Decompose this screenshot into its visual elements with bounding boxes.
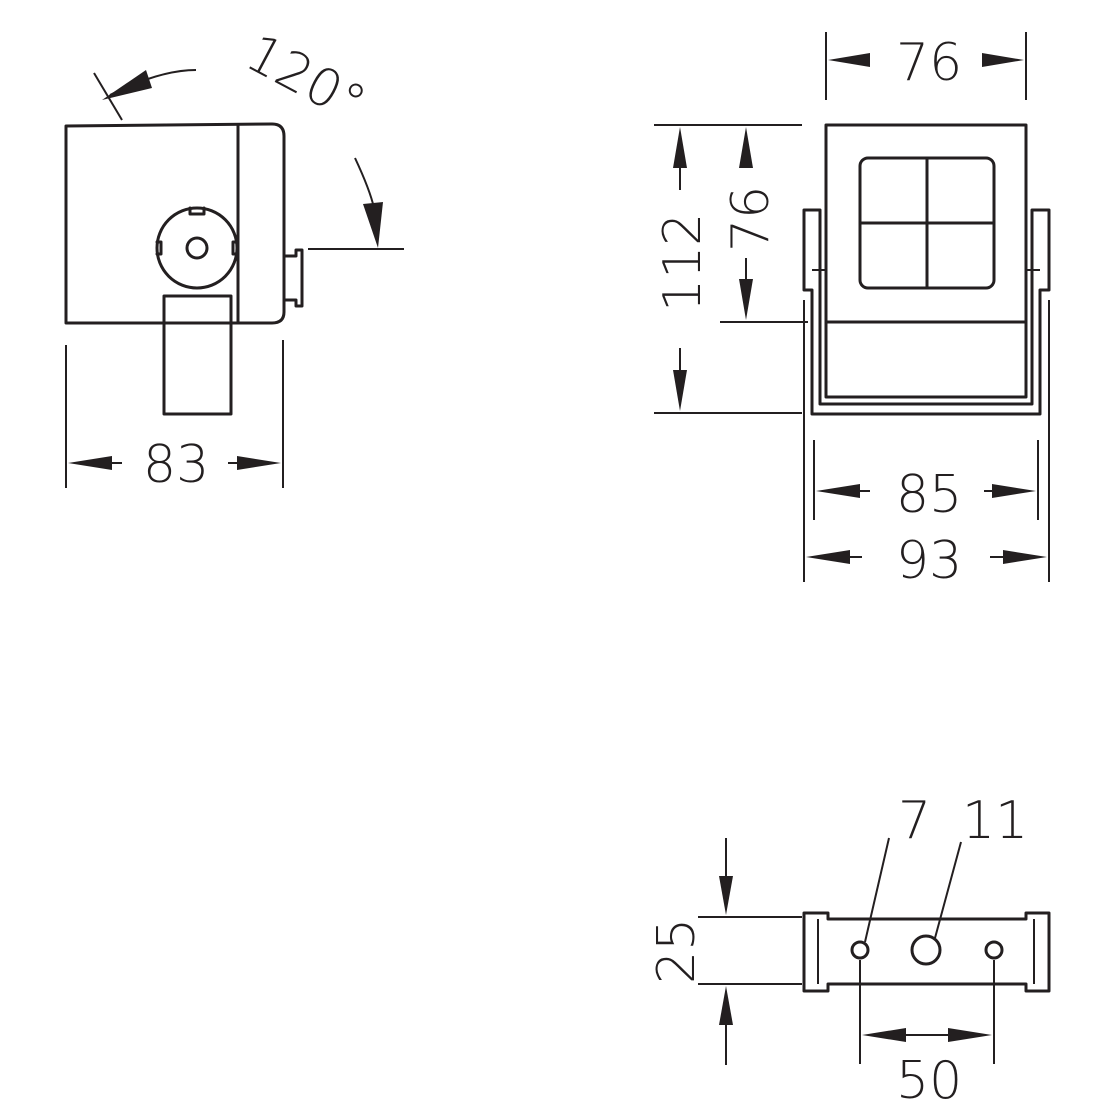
front-head-height-label: 76 <box>721 186 781 252</box>
mounting-hole-center <box>910 934 942 966</box>
large-hole-label: 11 <box>962 791 1028 851</box>
front-view: 76 112 76 85 93 <box>653 32 1051 591</box>
side-view-connector <box>282 248 304 308</box>
side-view-body <box>64 122 286 325</box>
base-spacing-label: 50 <box>896 1051 962 1111</box>
front-inner-width-label: 85 <box>896 465 962 525</box>
side-view: 120° 83 <box>64 23 404 495</box>
angle-label: 120° <box>236 23 375 135</box>
front-total-height-label: 112 <box>653 213 713 312</box>
base-depth-label: 25 <box>647 918 707 984</box>
small-hole-label: 7 <box>898 791 931 851</box>
base-plate <box>802 911 1051 993</box>
side-view-pivot <box>155 206 239 290</box>
front-view-yoke <box>802 208 1051 416</box>
mounting-hole-left <box>850 940 870 960</box>
base-view: 7 11 25 50 <box>647 791 1051 1111</box>
side-width-label: 83 <box>143 435 209 495</box>
front-outer-width-label: 93 <box>896 531 962 591</box>
mounting-hole-right <box>984 940 1004 960</box>
side-view-bracket <box>162 294 233 416</box>
front-top-width-label: 76 <box>896 33 962 93</box>
